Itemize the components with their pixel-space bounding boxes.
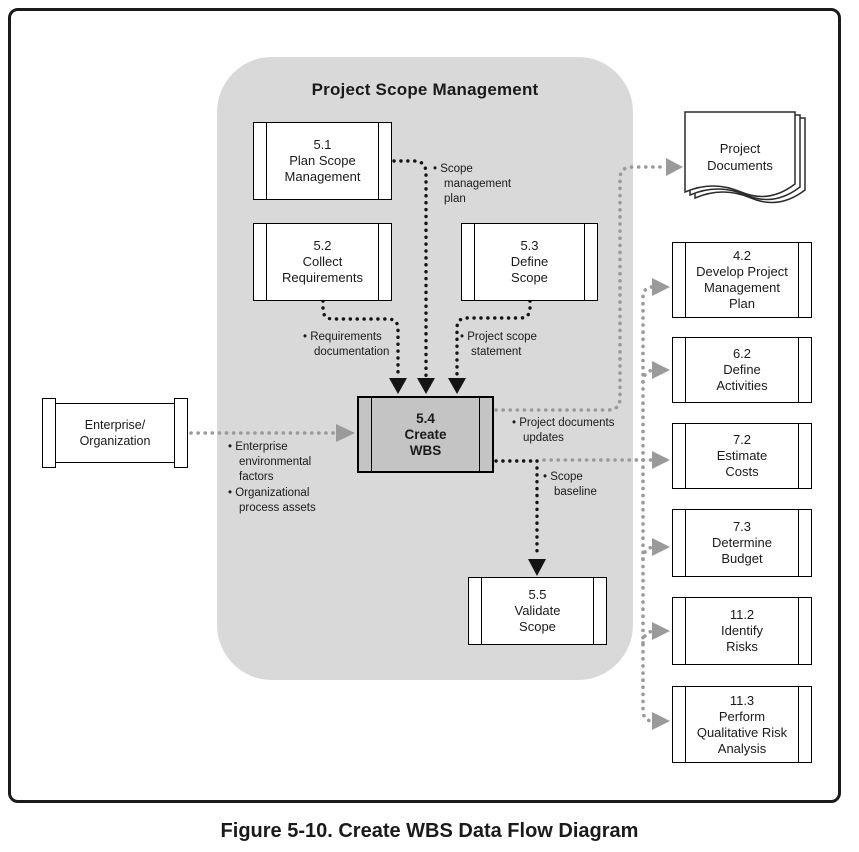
label-project-documents-updates: • Project documents updates: [512, 417, 615, 444]
node-code: 4.2: [732, 248, 752, 263]
label-project-scope-statement: • Project scope statement: [460, 331, 537, 358]
node-define-scope: 5.3 Define Scope: [461, 223, 598, 301]
node-determine-budget: 7.3 Determine Budget: [672, 509, 812, 577]
label-organizational-process-assets: • Organizational process assets: [228, 487, 316, 514]
label-scope-management-plan: • Scope management plan: [433, 163, 512, 205]
node-code: 5.1: [313, 137, 332, 152]
node-code: 5.2: [313, 238, 332, 253]
node-label: Define Scope: [510, 254, 549, 285]
node-code: 7.3: [732, 519, 752, 534]
node-label: Collect Requirements: [282, 254, 363, 285]
node-label: Create WBS: [404, 426, 447, 458]
entity-end-bar: [174, 398, 188, 468]
project-documents-icon: [684, 111, 806, 204]
node-estimate-costs: 7.2 Estimate Costs: [672, 423, 812, 489]
node-perform-qualitative-risk-analysis: 11.3 Perform Qualitative Risk Analysis: [672, 686, 812, 763]
arrow-enterprise-inputs: [189, 424, 355, 442]
entity-body: Enterprise/ Organization: [54, 403, 176, 463]
node-label: Perform Qualitative Risk Analysis: [696, 708, 788, 756]
node-code: 6.2: [732, 346, 752, 361]
node-define-activities: 6.2 Define Activities: [672, 337, 812, 403]
arrow-project-scope-statement: [448, 299, 532, 394]
node-plan-scope-management: 5.1 Plan Scope Management: [253, 122, 392, 200]
arrow-project-documents-updates: [494, 158, 683, 412]
node-label: Validate Scope: [514, 603, 561, 634]
node-label: Define Activities: [716, 362, 768, 393]
figure-caption: Figure 5-10. Create WBS Data Flow Diagra…: [220, 820, 639, 842]
node-create-wbs: 5.4 Create WBS: [357, 396, 494, 473]
label-scope-baseline: • Scope baseline: [543, 471, 597, 498]
node-label: Plan Scope Management: [284, 153, 361, 184]
node-collect-requirements: 5.2 Collect Requirements: [253, 223, 392, 301]
node-label: Estimate Costs: [716, 448, 768, 479]
node-identify-risks: 11.2 Identify Risks: [672, 597, 812, 665]
node-code: 5.3: [520, 238, 539, 253]
entity-enterprise-organization: Enterprise/ Organization: [42, 398, 188, 468]
node-code: 11.2: [729, 607, 755, 622]
entity-end-bar: [42, 398, 56, 468]
node-code: 7.2: [732, 432, 752, 447]
label-enterprise-environmental-factors: • Enterprise environmental factors: [228, 441, 312, 483]
node-code: 11.3: [729, 692, 755, 708]
arrow-create-wbs-to-validate-scope: [494, 459, 546, 576]
project-documents-label: Project Documents: [707, 141, 773, 173]
node-label: Identify Risks: [721, 623, 763, 654]
arrow-requirements-documentation: [321, 299, 407, 394]
node-label: Determine Budget: [712, 535, 772, 566]
node-develop-pm-plan: 4.2 Develop Project Management Plan: [672, 242, 812, 318]
arrow-scope-baseline-distribution: [641, 278, 670, 730]
node-label: Develop Project Management Plan: [696, 264, 788, 311]
label-requirements-documentation: • Requirements documentation: [303, 331, 390, 358]
project-documents: Project Documents: [681, 110, 811, 218]
node-validate-scope: 5.5 Validate Scope: [468, 577, 607, 645]
node-code: 5.4: [416, 410, 435, 426]
arrow-scope-management-plan: [392, 159, 435, 394]
node-code: 5.5: [528, 587, 547, 602]
arrow-scope-baseline-to-estimate-costs: [542, 451, 670, 469]
panel-title: Project Scope Management: [311, 80, 539, 99]
